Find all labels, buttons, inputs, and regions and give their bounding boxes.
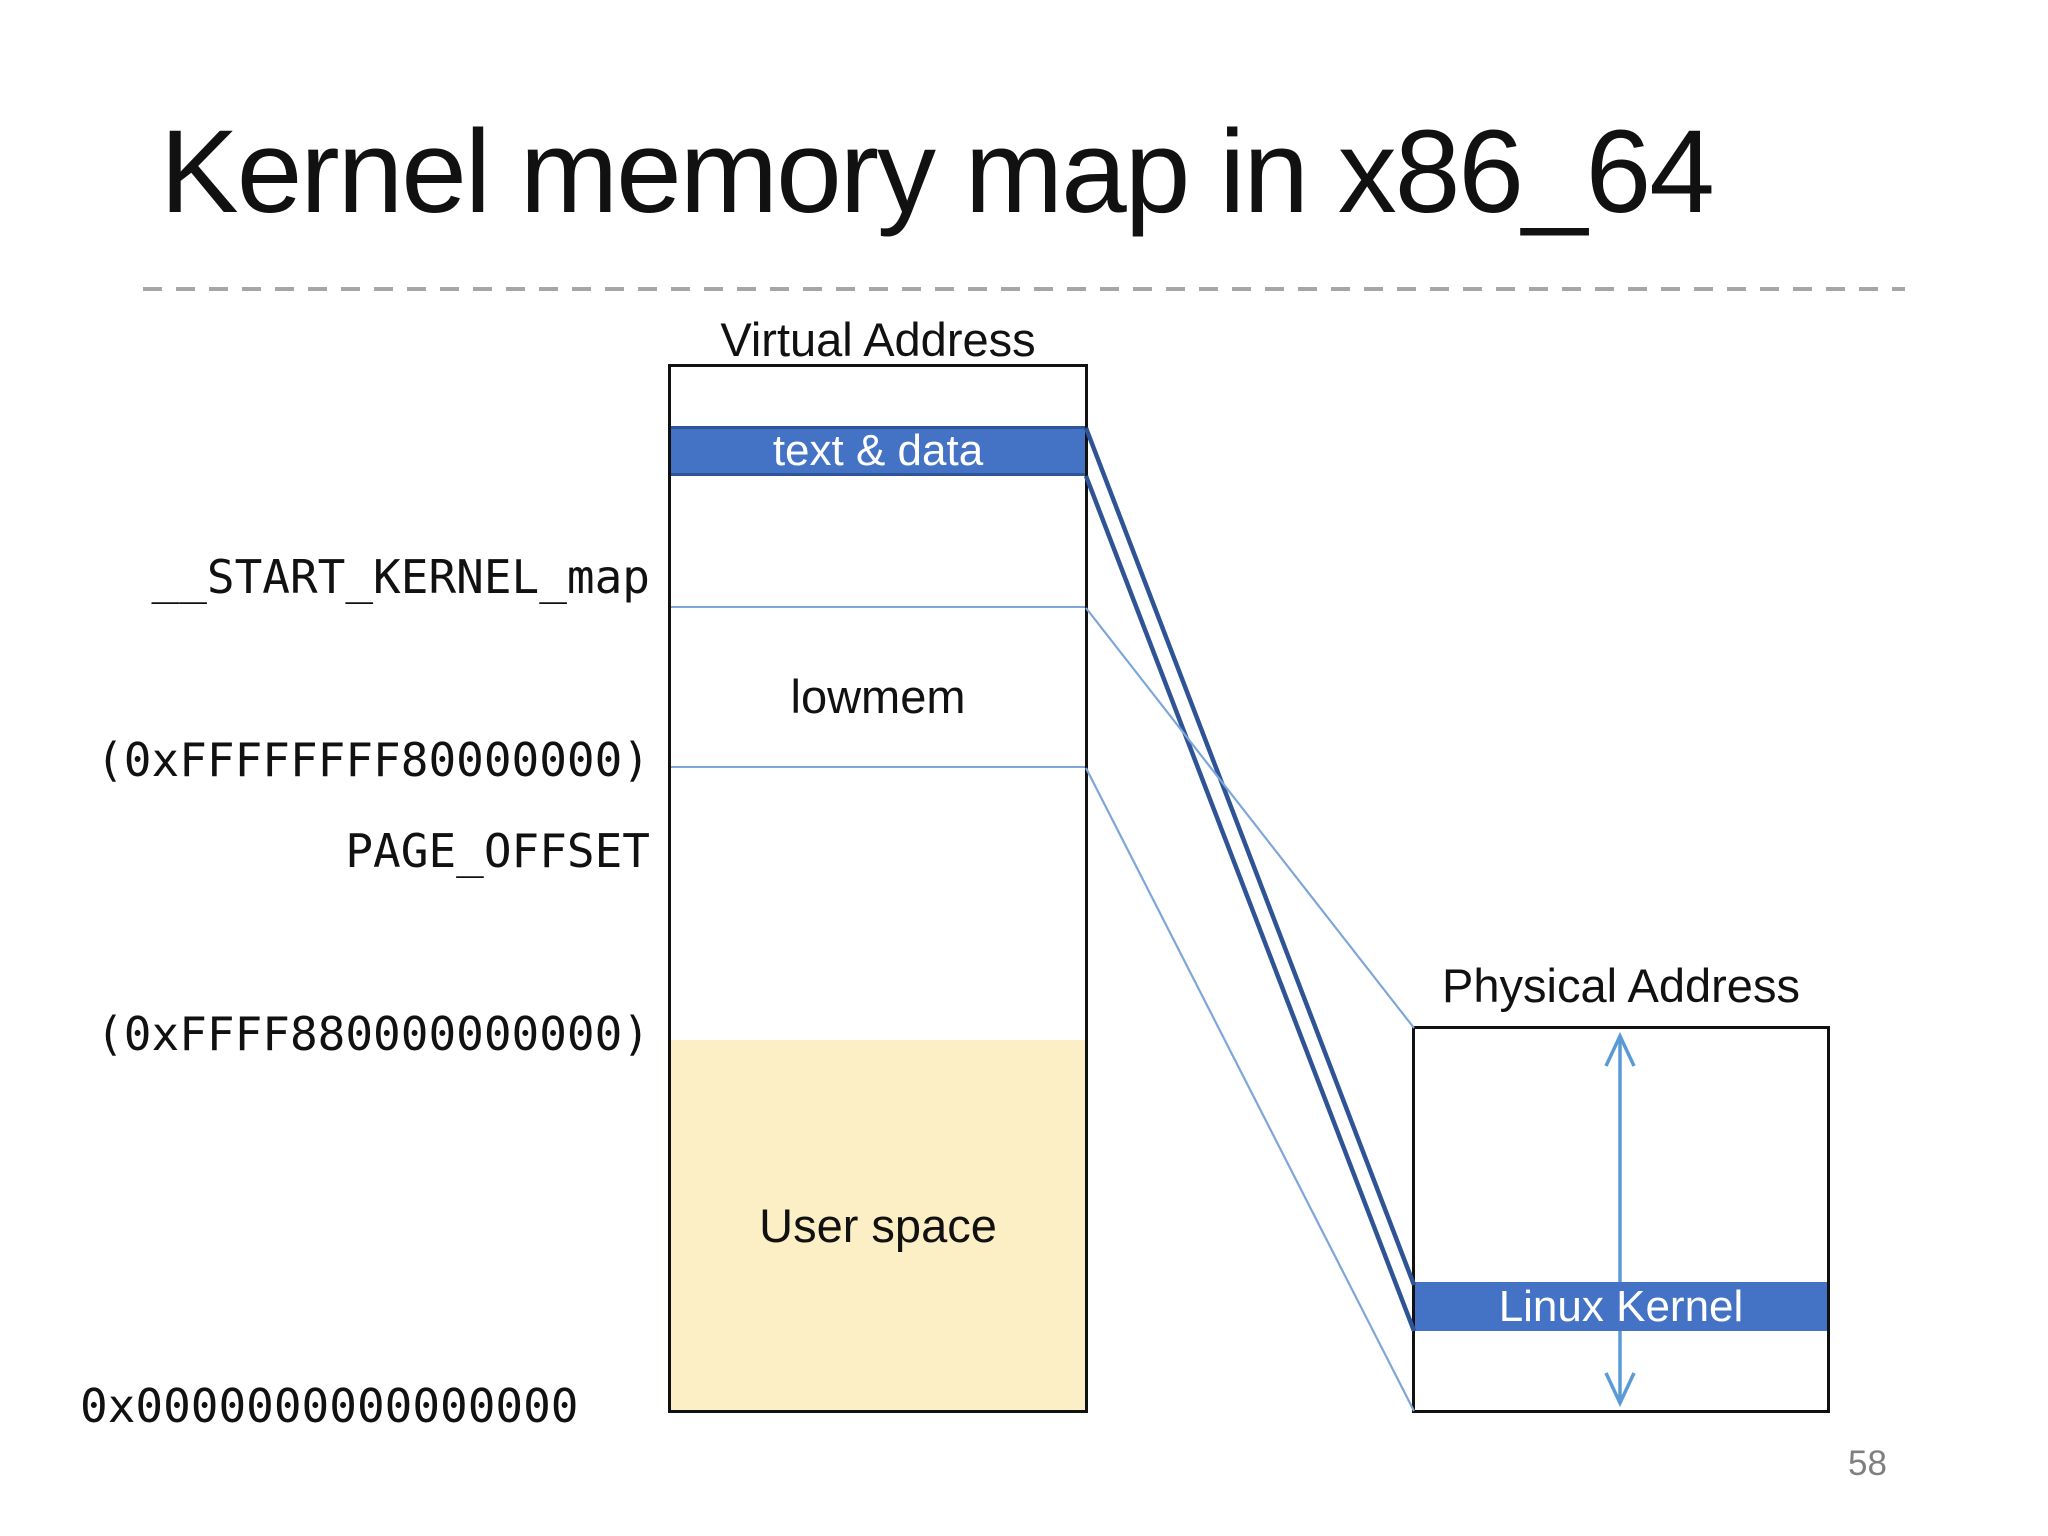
- physical-address-box: Linux Kernel: [1412, 1026, 1830, 1413]
- text-and-data-region: text & data: [671, 426, 1085, 476]
- zero-address-label: 0x0000000000000000: [80, 1379, 579, 1433]
- text-and-data-label: text & data: [772, 426, 984, 475]
- lowmem-map-bottom-line: [1085, 767, 1415, 1412]
- start-kernel-map-name: __START_KERNEL_map: [151, 550, 651, 604]
- virtual-address-box: text & data lowmem User space: [668, 364, 1088, 1413]
- page-offset-label: PAGE_OFFSET (0xFFFF880000000000): [0, 699, 650, 1187]
- page-offset-value: (0xFFFF880000000000): [96, 1007, 650, 1061]
- lowmem-map-top-line: [1085, 607, 1415, 1029]
- virtual-address-heading: Virtual Address: [720, 313, 1036, 366]
- lowmem-top-boundary-line: [671, 606, 1085, 608]
- user-space-label: User space: [759, 1198, 997, 1252]
- start-kernel-map-label: __START_KERNEL_map (0xFFFFFFFF80000000): [0, 425, 650, 913]
- text-data-map-top-line: [1083, 427, 1417, 1286]
- start-kernel-map-value: (0xFFFFFFFF80000000): [96, 733, 650, 787]
- linux-kernel-region: Linux Kernel: [1415, 1282, 1827, 1331]
- text-data-map-bottom-line: [1083, 475, 1417, 1332]
- title-divider-dashed-line: [143, 287, 1905, 291]
- linux-kernel-label: Linux Kernel: [1498, 1281, 1744, 1331]
- physical-range-double-arrow-icon: [1604, 1031, 1636, 1408]
- lowmem-region-label: lowmem: [790, 670, 966, 723]
- page-offset-name: PAGE_OFFSET: [345, 824, 650, 878]
- physical-address-heading: Physical Address: [1442, 959, 1800, 1012]
- slide-title: Kernel memory map in x86_64: [160, 106, 1715, 238]
- page-number: 58: [1848, 1444, 1887, 1483]
- lowmem-bottom-boundary-line: [671, 766, 1085, 768]
- user-space-region: User space: [671, 1040, 1085, 1410]
